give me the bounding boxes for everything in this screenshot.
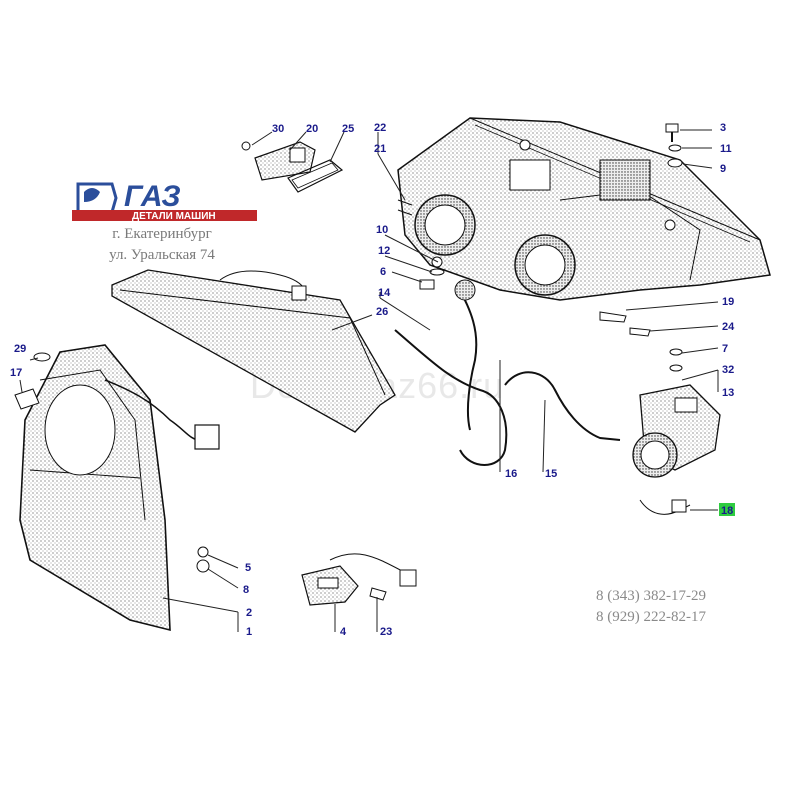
callout-23: 23 (380, 626, 392, 638)
washer-11 (668, 144, 682, 152)
callout-16: 16 (505, 468, 517, 480)
fog-lamp-13 (632, 384, 721, 478)
callout-30: 30 (272, 123, 284, 135)
callout-21: 21 (374, 143, 386, 155)
callout-32: 32 (722, 364, 734, 376)
callout-20: 20 (306, 123, 318, 135)
callout-7: 7 (722, 343, 728, 355)
callouts: 30 20 25 22 21 3 11 9 10 12 6 14 26 19 2… (10, 122, 735, 638)
callout-26: 26 (376, 306, 388, 318)
stop-lamp-26 (111, 269, 396, 433)
headlamp-assembly (397, 117, 771, 301)
callout-4: 4 (340, 626, 347, 638)
harness-16 (459, 289, 478, 431)
rear-lamp-1 (19, 344, 220, 632)
address-line-1: г. Екатеринбург (112, 226, 212, 242)
callout-6: 6 (380, 266, 386, 278)
phone-1: 8 (343) 382-17-29 (596, 588, 706, 604)
gaz-logo-graphic: ГАЗ ДЕТАЛИ МАШИН (72, 180, 257, 222)
logo-brand: ГАЗ (124, 180, 181, 213)
callout-2: 2 (246, 607, 252, 619)
bulb-17 (14, 388, 40, 410)
bulb-24 (629, 327, 651, 337)
callout-11: 11 (720, 143, 732, 155)
bulb-18 (671, 499, 687, 513)
callout-17: 17 (10, 367, 22, 379)
leader-lines (19, 129, 719, 632)
callout-9: 9 (720, 163, 726, 175)
washer-8 (196, 559, 210, 573)
nut-7 (669, 348, 683, 356)
bulb-23 (369, 587, 387, 601)
washer-12 (429, 268, 445, 276)
callout-13: 13 (722, 387, 734, 399)
callout-22: 22 (374, 122, 386, 134)
callout-19: 19 (722, 296, 734, 308)
callout-10: 10 (376, 224, 388, 236)
callout-8: 8 (243, 584, 249, 596)
screw-3 (665, 123, 679, 142)
connector-grommet (454, 279, 476, 301)
callout-29: 29 (14, 343, 26, 355)
callout-24: 24 (722, 321, 735, 333)
callout-18: 18 (721, 505, 733, 517)
harness-14 (394, 329, 508, 466)
bulb-19 (599, 311, 627, 323)
nut-5 (197, 546, 209, 558)
phone-2: 8 (929) 222-82-17 (596, 609, 706, 625)
logo-subtitle: ДЕТАЛИ МАШИН (132, 211, 216, 222)
callout-3: 3 (720, 122, 726, 134)
washer-9 (667, 158, 683, 168)
bulb-29 (33, 352, 51, 362)
callout-1: 1 (246, 626, 252, 638)
callout-15: 15 (545, 468, 557, 480)
gaz-logo: ГАЗ ДЕТАЛИ МАШИН (72, 176, 257, 222)
harness-15 (504, 371, 621, 441)
callout-12: 12 (378, 245, 390, 257)
side-repeater-lamp (241, 141, 344, 193)
callout-25: 25 (342, 123, 354, 135)
callout-5: 5 (245, 562, 251, 574)
licence-lamp-4 (301, 553, 417, 606)
address-line-2: ул. Уральская 74 (109, 247, 215, 263)
callout-14: 14 (378, 287, 391, 299)
nut-6 (419, 279, 435, 290)
callout-18-highlight (719, 503, 735, 516)
washer-32 (669, 364, 683, 372)
